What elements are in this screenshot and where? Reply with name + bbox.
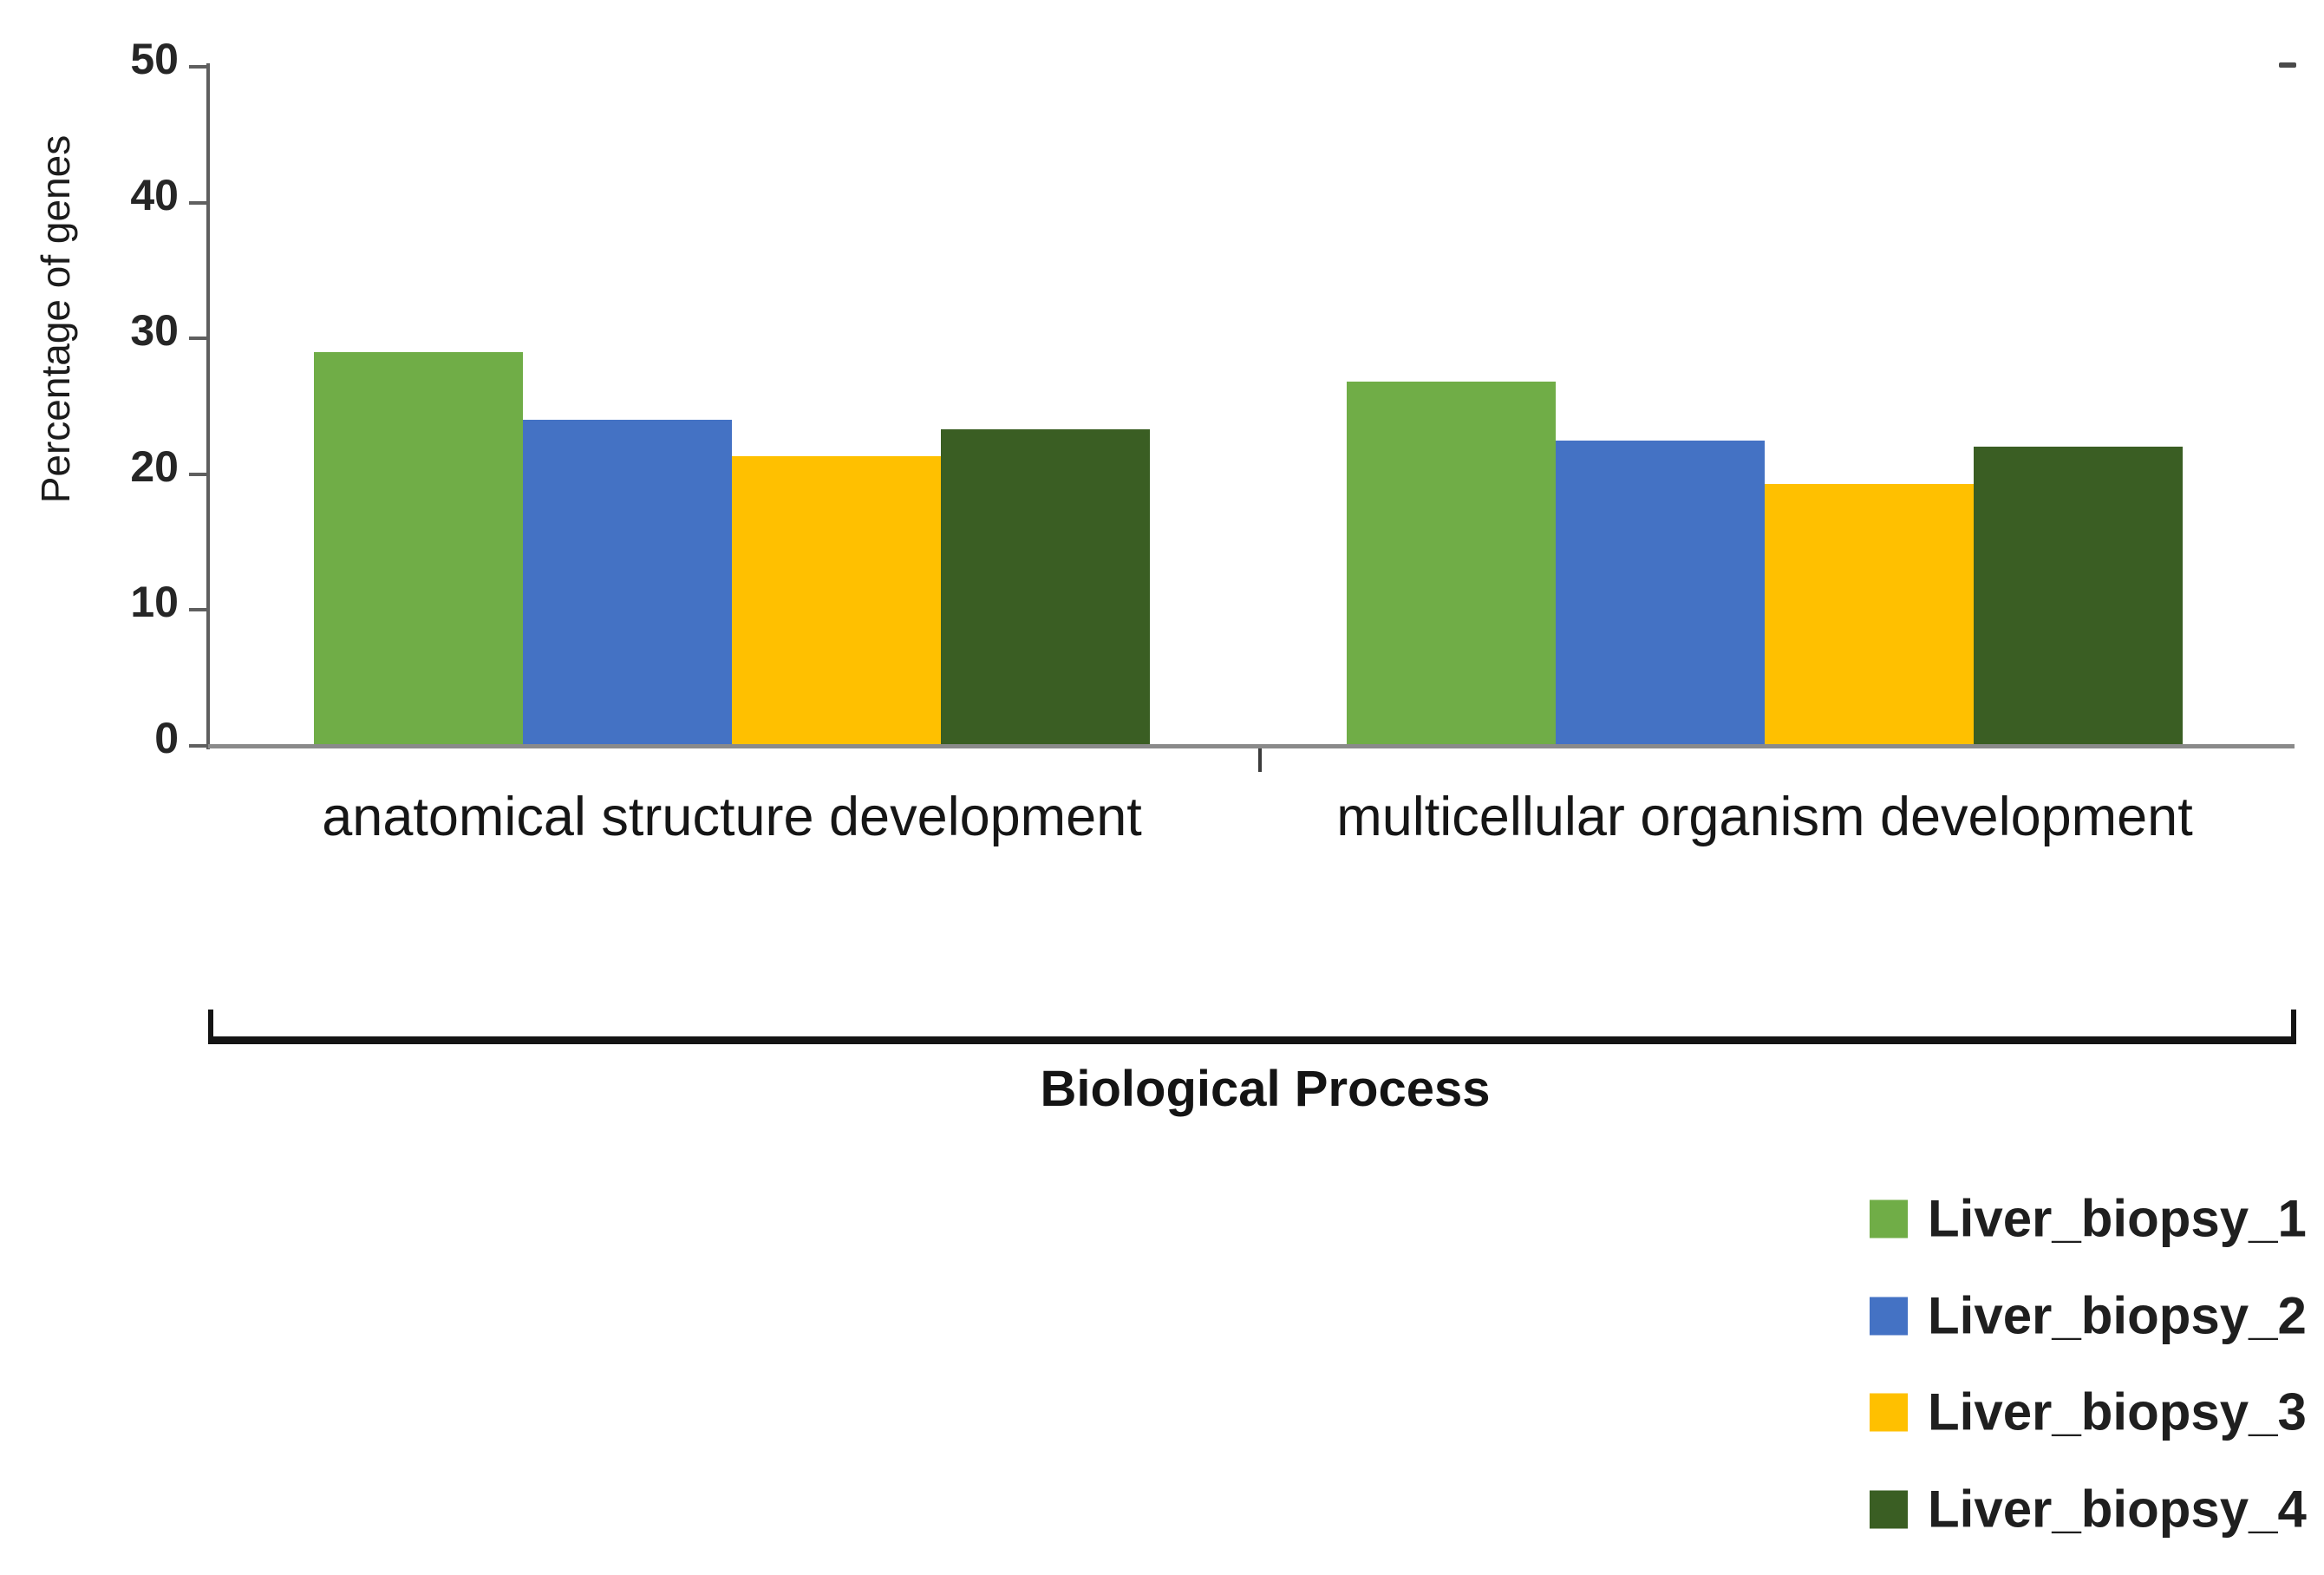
y-axis-line bbox=[206, 63, 210, 749]
legend-label-liver_biopsy_4: Liver_biopsy_4 bbox=[1928, 1480, 2307, 1539]
legend-item-liver_biopsy_2: Liver_biopsy_2 bbox=[1870, 1286, 2307, 1346]
corner-artifact-dash bbox=[2279, 62, 2296, 68]
y-tick-10 bbox=[189, 608, 210, 611]
y-tick-40 bbox=[189, 201, 210, 205]
bar-liver_biopsy_2-group2 bbox=[1556, 441, 1765, 746]
legend-item-liver_biopsy_3: Liver_biopsy_3 bbox=[1870, 1382, 2307, 1442]
y-tick-label-40: 40 bbox=[130, 171, 179, 219]
bar-liver_biopsy_3-group2 bbox=[1765, 484, 1974, 746]
y-tick-label-20: 20 bbox=[130, 442, 179, 491]
legend-swatch-liver_biopsy_4 bbox=[1870, 1490, 1908, 1528]
legend-swatch-liver_biopsy_3 bbox=[1870, 1393, 1908, 1431]
legend-label-liver_biopsy_1: Liver_biopsy_1 bbox=[1928, 1189, 2307, 1248]
bar-liver_biopsy_1-group1 bbox=[314, 352, 523, 746]
y-tick-30 bbox=[189, 337, 210, 340]
y-tick-label-10: 10 bbox=[130, 578, 179, 626]
y-tick-label-50: 50 bbox=[130, 35, 179, 83]
x-axis-line bbox=[208, 744, 2295, 748]
bar-liver_biopsy_4-group1 bbox=[941, 429, 1150, 746]
legend-label-liver_biopsy_3: Liver_biopsy_3 bbox=[1928, 1382, 2307, 1441]
y-tick-label-30: 30 bbox=[130, 306, 179, 355]
y-tick-20 bbox=[189, 473, 210, 476]
legend-swatch-liver_biopsy_2 bbox=[1870, 1297, 1908, 1335]
biological-process-bracket bbox=[208, 1010, 2296, 1044]
category-divider-tick bbox=[1258, 746, 1262, 772]
bar-liver_biopsy_1-group2 bbox=[1347, 382, 1556, 746]
category-label-1: anatomical structure development bbox=[322, 787, 1142, 847]
legend-label-liver_biopsy_2: Liver_biopsy_2 bbox=[1928, 1286, 2307, 1345]
group-axis-title: Biological Process bbox=[1040, 1061, 1491, 1117]
legend-item-liver_biopsy_4: Liver_biopsy_4 bbox=[1870, 1480, 2307, 1539]
bar-liver_biopsy_2-group1 bbox=[523, 420, 732, 746]
y-tick-0 bbox=[189, 744, 210, 748]
legend-swatch-liver_biopsy_1 bbox=[1870, 1199, 1908, 1238]
bar-liver_biopsy_3-group1 bbox=[732, 456, 941, 746]
category-label-2: multicellular organism development bbox=[1336, 787, 2193, 847]
y-tick-label-0: 0 bbox=[154, 714, 179, 762]
y-tick-50 bbox=[189, 65, 210, 69]
legend-item-liver_biopsy_1: Liver_biopsy_1 bbox=[1870, 1189, 2307, 1249]
bar-liver_biopsy_4-group2 bbox=[1974, 447, 2183, 746]
